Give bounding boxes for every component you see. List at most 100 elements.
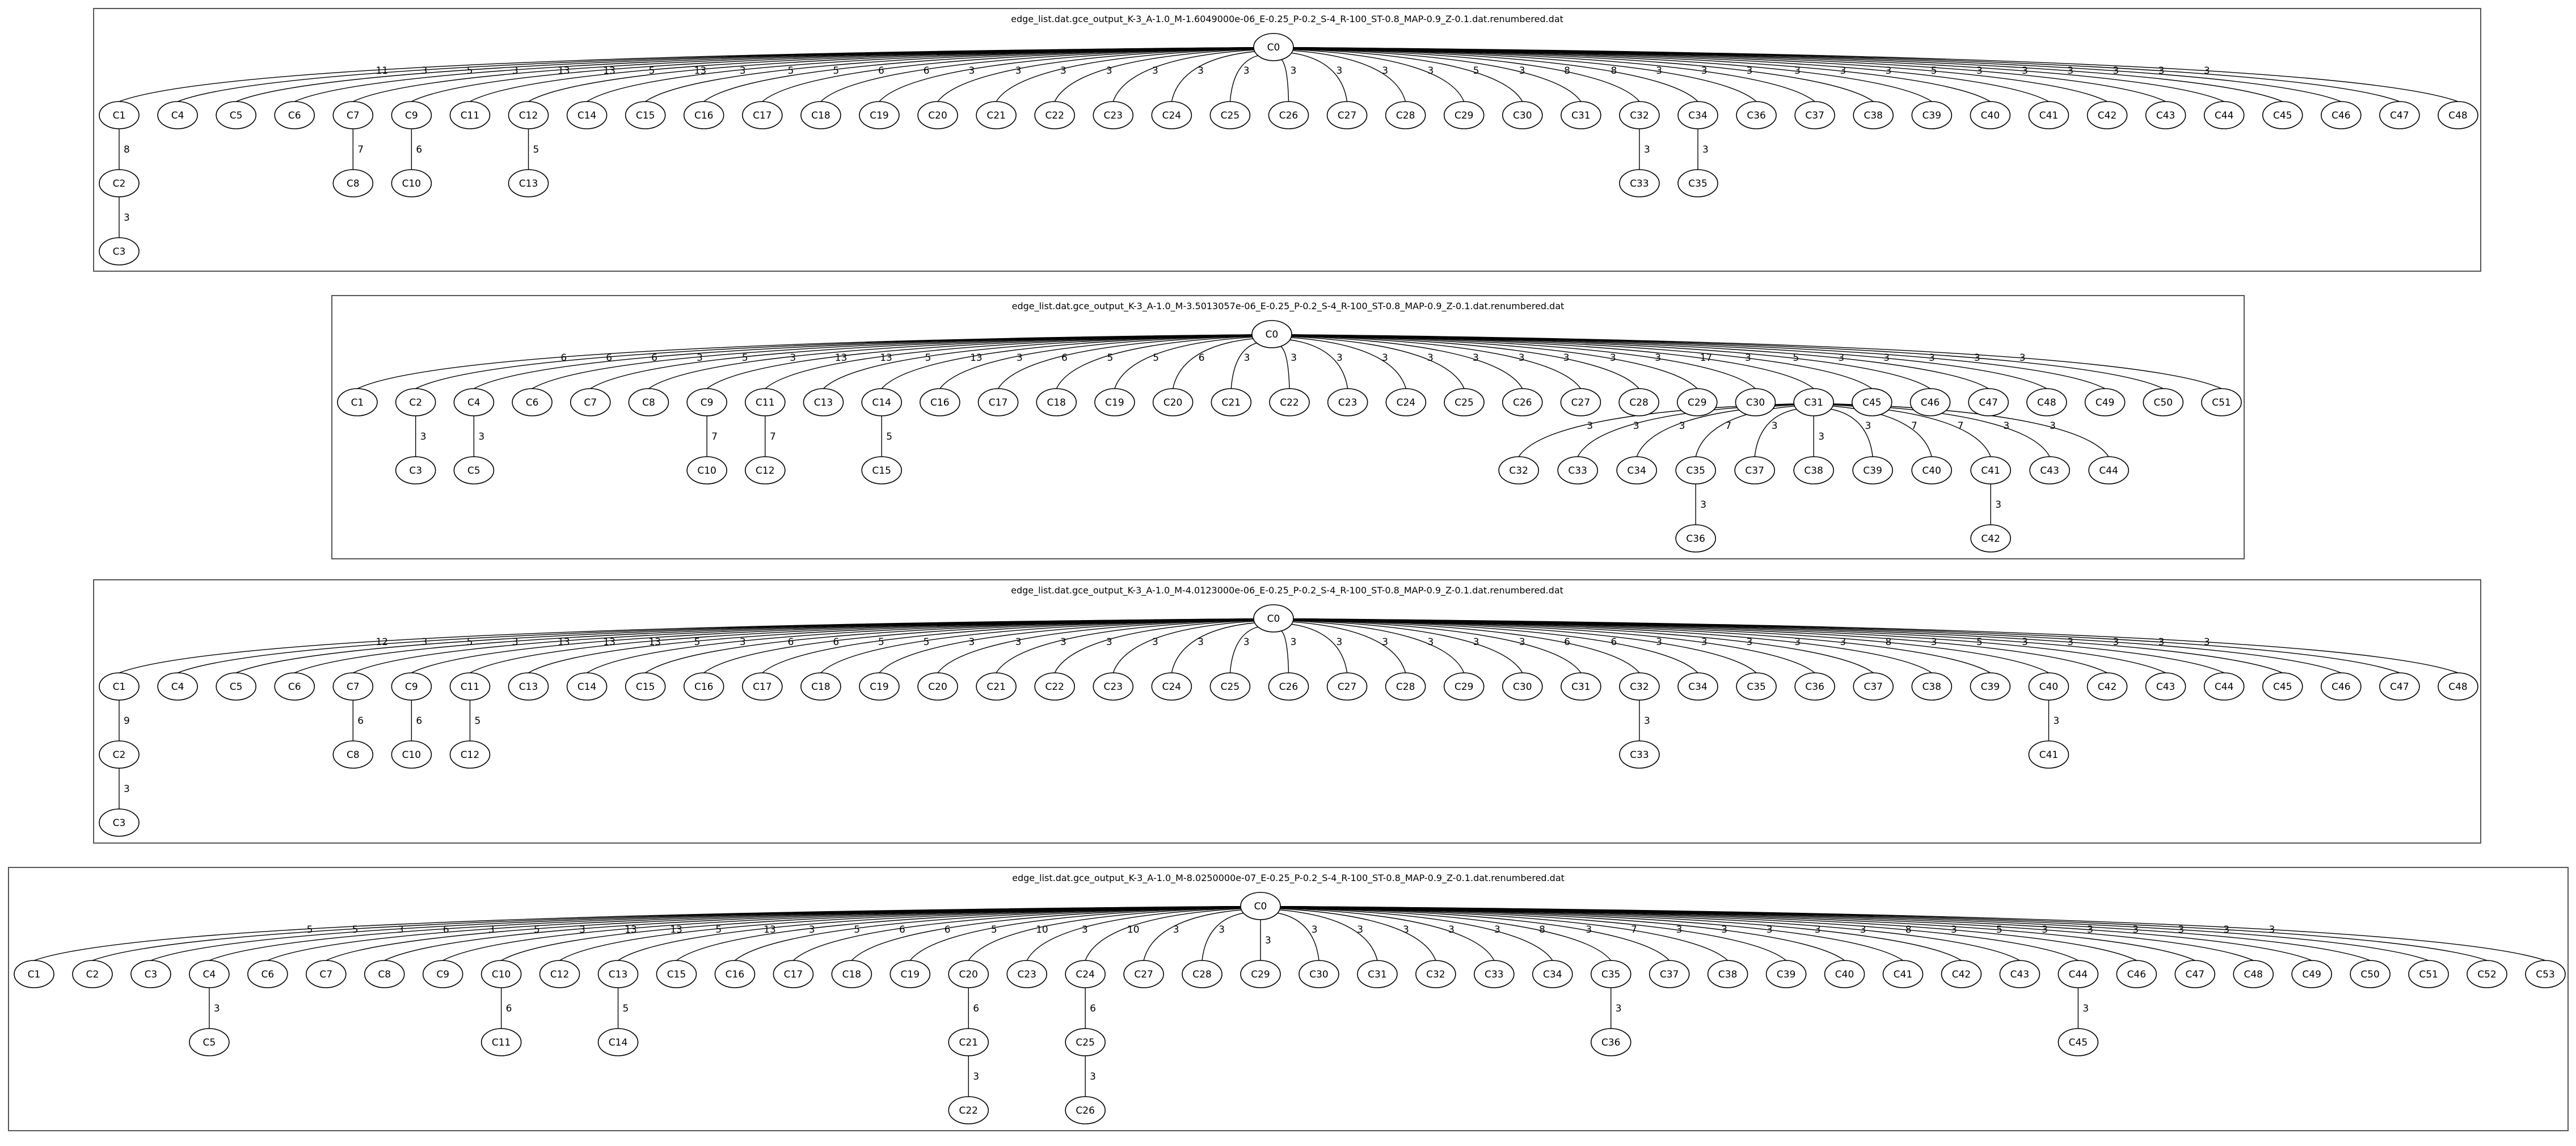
- node-ellipse: [745, 456, 786, 484]
- node-ellipse: [274, 672, 315, 701]
- node-ellipse: [2408, 960, 2449, 988]
- edge-weight-label: 13: [603, 637, 615, 648]
- graph-node: C8: [628, 388, 669, 416]
- graph-node: C30: [1502, 672, 1543, 701]
- node-label: C43: [2010, 969, 2030, 980]
- node-ellipse: [2116, 960, 2157, 988]
- node-label: C21: [959, 1037, 978, 1048]
- edge: [1293, 619, 1640, 673]
- node-label: C17: [753, 110, 772, 121]
- edge: [1293, 47, 2459, 102]
- edge: [937, 48, 1254, 102]
- graph-node: C0: [1253, 33, 1294, 61]
- edge-weight-label: 3: [1860, 924, 1866, 936]
- graph-node: C21: [976, 672, 1017, 701]
- edge-weight-label: 3: [1382, 65, 1388, 77]
- node-ellipse: [2438, 101, 2478, 129]
- edge: [1281, 630, 1289, 673]
- node-ellipse: [570, 388, 611, 416]
- node-ellipse: [1736, 672, 1777, 701]
- edge-weight-label: 3: [2269, 924, 2275, 936]
- node-label: C53: [2536, 969, 2555, 980]
- graph-node: C38: [1911, 672, 1953, 701]
- graph-node: C24: [1385, 388, 1427, 416]
- node-ellipse: [1619, 101, 1660, 129]
- edge-weight-label: 3: [1243, 65, 1250, 77]
- graph-node: C27: [1326, 672, 1368, 701]
- edge-weight-label: 3: [1747, 637, 1753, 648]
- edge-weight-label: 3: [1291, 65, 1297, 77]
- graph-node: C46: [2321, 672, 2362, 701]
- edge-weight-label: 3: [973, 1071, 979, 1082]
- graph-node: C25: [1209, 101, 1251, 129]
- edge: [1293, 618, 1815, 673]
- edge-weight-label: 3: [1747, 65, 1753, 77]
- node-ellipse: [656, 960, 697, 988]
- node-ellipse: [2143, 388, 2184, 416]
- node-ellipse: [2088, 456, 2129, 484]
- node-ellipse: [2262, 101, 2303, 129]
- node-label: C19: [901, 969, 920, 980]
- node-ellipse: [1852, 388, 1892, 416]
- node-ellipse: [2201, 388, 2242, 416]
- edge-weight-label: 3: [2178, 924, 2184, 936]
- edge-weight-label: 5: [467, 65, 473, 77]
- edge-weight-label: 3: [969, 65, 975, 77]
- edge: [1280, 907, 1495, 961]
- graph-node: C41: [1970, 456, 2011, 484]
- node-ellipse: [14, 960, 54, 988]
- node-label: C28: [1396, 681, 1415, 693]
- node-label: C7: [347, 110, 360, 121]
- graph-node: C29: [1443, 101, 1485, 129]
- edge-weight-label: 3: [740, 637, 746, 648]
- edge: [559, 906, 1241, 961]
- node-label: C29: [1454, 110, 1474, 121]
- panel-title: edge_list.dat.gce_output_K-3_A-1.0_M-1.6…: [1011, 14, 1563, 25]
- graph-node: C47: [2379, 672, 2420, 701]
- edge-weight-label: 3: [1473, 637, 1479, 648]
- edge: [1291, 335, 1582, 389]
- node-label: C30: [1309, 969, 1329, 980]
- node-ellipse: [157, 101, 198, 129]
- node-ellipse: [1006, 960, 1048, 988]
- graph-node: C15: [625, 672, 666, 701]
- graph-node: C38: [1793, 456, 1834, 484]
- node-label: C44: [2215, 110, 2234, 121]
- edge-weight-label: 3: [2204, 65, 2210, 77]
- edge-weight-label: 3: [2223, 924, 2229, 936]
- node-label: C45: [2069, 1037, 2088, 1048]
- edges: [33, 905, 2546, 1097]
- graph-node: C24: [1151, 101, 1192, 129]
- graph-node: C11: [745, 388, 786, 416]
- graph-node: C39: [1911, 101, 1953, 129]
- graph-node: C21: [1211, 388, 1252, 416]
- graph-node: C37: [1734, 456, 1775, 484]
- graph-node: C22: [948, 1096, 989, 1124]
- edge-weight-label: 8: [1539, 924, 1545, 936]
- edge: [1293, 619, 1757, 673]
- node-ellipse: [859, 672, 900, 701]
- edge: [1291, 52, 1348, 102]
- node-label: C48: [2448, 110, 2468, 121]
- graph-node: C19: [1094, 388, 1135, 416]
- edge-weight-label: 3: [2113, 65, 2119, 77]
- node-label: C14: [577, 110, 597, 121]
- node-ellipse: [1532, 960, 1573, 988]
- graph-node: C42: [1941, 960, 1982, 988]
- node-label: C33: [1630, 178, 1649, 189]
- edge-weight-label: 8: [1610, 65, 1617, 77]
- node-ellipse: [2028, 101, 2069, 129]
- edge: [937, 619, 1254, 673]
- graph-node: C11: [449, 101, 491, 129]
- edge-weight-label: 3: [1494, 924, 1500, 936]
- edge: [1293, 618, 2459, 673]
- edge-weight-label: 3: [2003, 420, 2009, 432]
- graph-node: C31: [1793, 388, 1834, 416]
- edge-weight-label: 6: [899, 924, 905, 936]
- graph-node: C5: [216, 101, 256, 129]
- edge-weight-label: 3: [1060, 65, 1066, 77]
- node-label: C22: [1045, 110, 1064, 121]
- edge-weight-label: 6: [560, 352, 567, 364]
- graph-node: C0: [1251, 320, 1292, 348]
